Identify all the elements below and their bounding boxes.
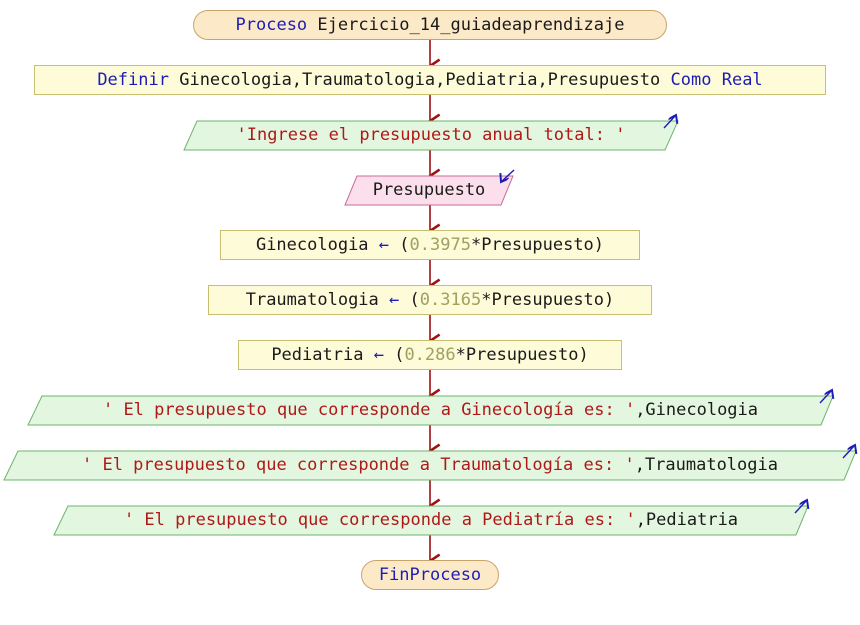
output-arrow-icon [663, 115, 676, 129]
assign-num-2: 0.3165 [419, 290, 482, 310]
assign-num-1: 0.3975 [409, 235, 471, 255]
output-node-1: 'Ingrese el presupuesto anual total: ' [184, 121, 678, 151]
assign-node-1: Ginecologia ← (0.3975*Presupuesto) [220, 230, 640, 260]
output-node-3: ' El presupuesto que corresponde a Traum… [4, 451, 856, 481]
define-vars: Ginecologia,Traumatologia,Pediatria,Pres… [179, 70, 661, 90]
input-shape-1 [344, 175, 514, 206]
output-arrow-icon [819, 390, 832, 404]
assign-rest-3: *Presupuesto) [455, 345, 589, 365]
assign-open-2: ( [409, 290, 420, 310]
output-shape-3 [3, 450, 857, 481]
assign-node-2: Traumatologia ← (0.3165*Presupuesto) [208, 285, 652, 315]
assign-num-3: 0.286 [404, 345, 456, 365]
assign-arrow-icon: ← [373, 345, 384, 365]
output-string-4: ' El presupuesto que corresponde a Pedia… [123, 510, 636, 530]
assign-open-3: ( [394, 345, 405, 365]
output-arrow-icon [794, 500, 807, 514]
output-node-4: ' El presupuesto que corresponde a Pedia… [54, 506, 808, 536]
assign-arrow-icon: ← [378, 235, 390, 255]
output-shape-4 [53, 505, 809, 536]
output-string-2: ' El presupuesto que corresponde a Ginec… [102, 400, 636, 420]
output-var-4: ,Pediatria [635, 510, 739, 530]
input-node-1: Presupuesto [345, 176, 513, 206]
assign-lhs-1: Ginecologia [255, 235, 369, 255]
assign-rest-2: *Presupuesto) [481, 290, 615, 310]
output-string-3: ' El presupuesto que corresponde a Traum… [82, 455, 635, 475]
output-node-2: ' El presupuesto que corresponde a Ginec… [28, 396, 833, 426]
output-var-2: ,Ginecologia [635, 400, 759, 420]
start-node: Proceso Ejercicio_14_guiadeaprendizaje [193, 10, 667, 40]
output-string-1: 'Ingrese el presupuesto anual total: ' [236, 125, 626, 145]
keyword-como: Como [670, 70, 712, 90]
keyword-real: Real [721, 70, 763, 90]
assign-lhs-3: Pediatria [271, 345, 364, 365]
end-node: FinProceso [361, 560, 499, 590]
assign-rest-1: *Presupuesto) [470, 235, 605, 255]
assign-open-1: ( [399, 235, 410, 255]
keyword-finproceso: FinProceso [378, 565, 482, 585]
process-name: Ejercicio_14_guiadeaprendizaje [317, 15, 625, 35]
input-arrow-icon [501, 169, 515, 182]
input-var: Presupuesto [372, 180, 486, 200]
output-var-3: ,Traumatologia [634, 455, 778, 475]
output-shape-1 [183, 120, 679, 151]
assign-node-3: Pediatria ← (0.286*Presupuesto) [238, 340, 622, 370]
output-arrow-icon [842, 445, 855, 459]
keyword-proceso: Proceso [235, 15, 308, 35]
assign-lhs-2: Traumatologia [245, 290, 379, 310]
assign-arrow-icon: ← [389, 290, 400, 310]
define-node: Definir Ginecologia,Traumatologia,Pediat… [34, 65, 826, 95]
output-shape-2 [27, 395, 834, 426]
keyword-definir: Definir [97, 70, 169, 90]
